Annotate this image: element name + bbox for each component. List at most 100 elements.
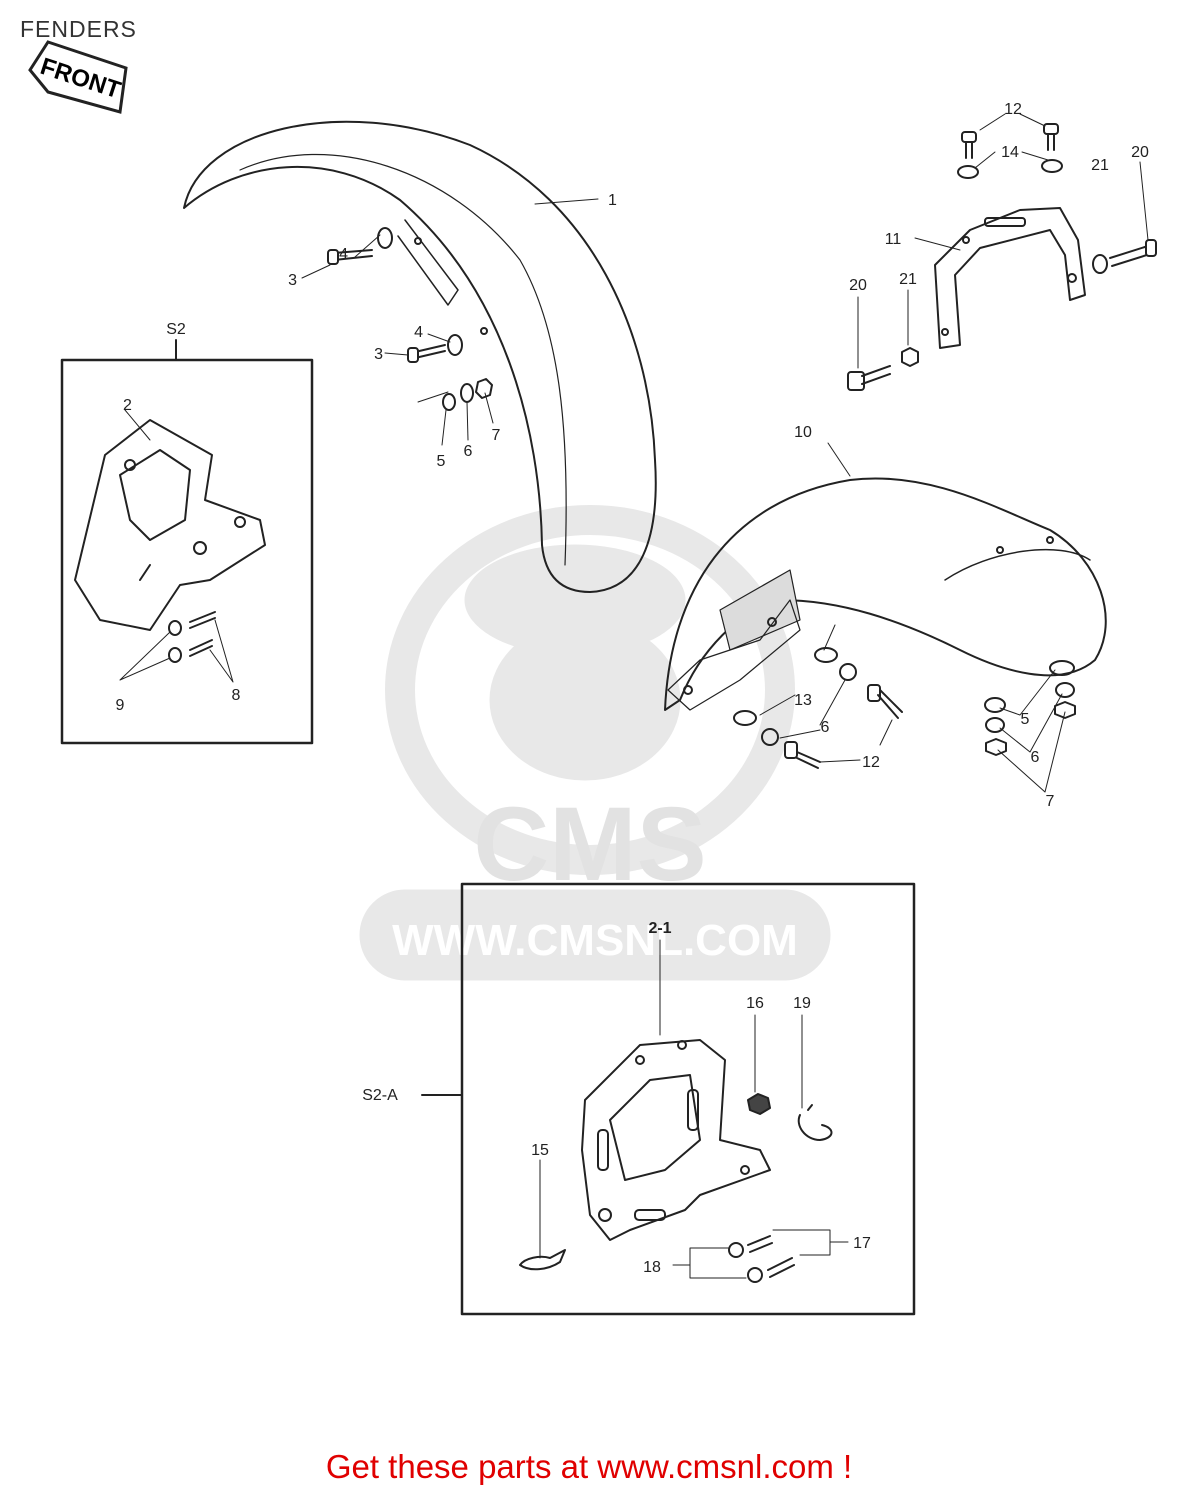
callout-leader-7-rear <box>997 711 1066 793</box>
inset-s2a <box>421 882 916 1316</box>
bolt-3a-head-icon <box>327 249 339 265</box>
washer-9a-icon <box>168 620 182 636</box>
nut-7-rear-a-icon <box>1054 701 1076 719</box>
callout-4a: 4 <box>339 246 348 263</box>
footer-link[interactable]: Get these parts at www.cmsnl.com ! <box>325 1448 853 1485</box>
callout-leader-5-rear <box>999 669 1056 716</box>
callout-leader-17 <box>772 1229 849 1256</box>
page-title: FENDERS <box>20 16 137 42</box>
clip-15-icon <box>519 1249 566 1271</box>
rear-bracket-assembly <box>847 113 1157 391</box>
callout-leader-1 <box>534 198 599 205</box>
front-fender-outline <box>183 120 657 593</box>
callout-18: 18 <box>643 1259 661 1276</box>
callout-21-left: 21 <box>899 271 917 288</box>
callout-leader-7-front <box>484 392 494 424</box>
washer-4b-icon <box>447 334 463 356</box>
nut-7-rear-b-icon <box>985 738 1007 756</box>
front-arrow: FRONT <box>28 40 128 114</box>
bolt-8a-icon <box>189 611 216 629</box>
rear-bracket-slot <box>984 217 1026 227</box>
rear-bracket-icon <box>934 207 1086 349</box>
bolt-8b-icon <box>189 639 213 657</box>
bracket-s2a-slot <box>634 1209 666 1221</box>
rear-fender-hole <box>767 617 777 627</box>
bracket-s2-opening <box>119 449 191 541</box>
callout-leader-4b <box>427 333 451 343</box>
rear-fender-hole <box>683 685 693 695</box>
callout-leader-2 <box>124 409 151 441</box>
callout-17: 17 <box>853 1235 871 1252</box>
washer-4a-icon <box>377 227 393 249</box>
bolt-20-right-head <box>1145 239 1157 257</box>
rear-hardware <box>733 624 1076 793</box>
rear-bracket-hole <box>1067 273 1077 283</box>
bracket-s2-hole <box>124 459 136 471</box>
callout-1: 1 <box>608 192 617 209</box>
callout-2: 2 <box>123 397 132 414</box>
rear-fender <box>664 477 1107 711</box>
bolt-17a-icon <box>747 1235 773 1253</box>
callout-leader-6-front <box>466 401 469 441</box>
callout-12-top: 12 <box>1004 101 1022 118</box>
rear-fender-tail-edge <box>944 548 1091 581</box>
callout-14: 14 <box>1001 144 1019 161</box>
lockwasher-6-rear-a-icon <box>839 663 857 681</box>
bolt-12-top-b-icon <box>1043 123 1059 135</box>
rear-fender-inner-plate <box>667 599 801 711</box>
bolt-3b-head-icon <box>407 347 419 363</box>
rear-fender-hole <box>996 546 1004 554</box>
callout-4b: 4 <box>414 324 423 341</box>
bolt-20-left-head <box>847 371 865 391</box>
callout-19: 19 <box>793 995 811 1012</box>
callout-leader-20-right <box>1139 161 1149 241</box>
callout-6-front: 6 <box>464 443 473 460</box>
washer-5-rear-b-icon <box>984 697 1006 713</box>
callout-leader-8 <box>209 619 234 683</box>
inset-s2-frame <box>60 358 314 745</box>
callout-9: 9 <box>116 697 125 714</box>
washer-18b-icon <box>747 1267 763 1283</box>
callout-12-rear: 12 <box>862 754 880 771</box>
bolt-12-rear-b-head <box>784 741 798 759</box>
lockwasher-6-rear-d-icon <box>985 717 1005 733</box>
callout-10: 10 <box>794 424 812 441</box>
bracket-s2-hole <box>193 541 207 555</box>
watermark-ring <box>385 505 795 875</box>
bracket-s2a-opening <box>609 1074 701 1181</box>
callout-20-right: 20 <box>1131 144 1149 161</box>
bolt-12-rear-a-head <box>867 684 881 702</box>
watermark-logo: CMS <box>473 786 706 903</box>
inset-label-s2a: S2-A <box>362 1087 398 1104</box>
bracket-s2a-hole <box>598 1208 612 1222</box>
callout-21-top: 21 <box>1091 157 1109 174</box>
callout-3b: 3 <box>374 346 383 363</box>
washer-14b-icon <box>1041 159 1063 173</box>
watermark-url: WWW.CMSNL.COM <box>392 916 798 965</box>
front-fender-hole <box>414 237 422 245</box>
bolt-20-left-icon <box>861 365 891 385</box>
watermark: CMS WWW.CMSNL.COM <box>359 505 831 981</box>
nut-21-top-icon <box>1092 254 1108 274</box>
front-callout-leaders <box>301 198 851 477</box>
callout-6-rear-left: 6 <box>821 719 830 736</box>
callout-8: 8 <box>232 687 241 704</box>
bolt-12-top-a-icon <box>961 131 977 143</box>
lockwasher-6-rear-b-icon <box>761 728 779 746</box>
callout-leader-6-rear-right <box>999 693 1063 753</box>
callout-20-left: 20 <box>849 277 867 294</box>
callout-leader-3a <box>301 264 331 279</box>
callout-5-front: 5 <box>437 453 446 470</box>
bracket-s2a-slot <box>597 1129 609 1171</box>
callout-5-rear: 5 <box>1021 711 1030 728</box>
bolt-3b-icon <box>414 344 446 359</box>
clip-19-icon <box>797 1104 833 1141</box>
nut-7-front-icon <box>475 378 493 399</box>
bracket-s2a-hole <box>740 1165 750 1175</box>
washer-18a-icon <box>728 1242 744 1258</box>
bolt-12-rear-b-icon <box>796 751 821 769</box>
callout-leader-14 <box>974 151 1049 169</box>
washer-13b-icon <box>733 710 757 726</box>
